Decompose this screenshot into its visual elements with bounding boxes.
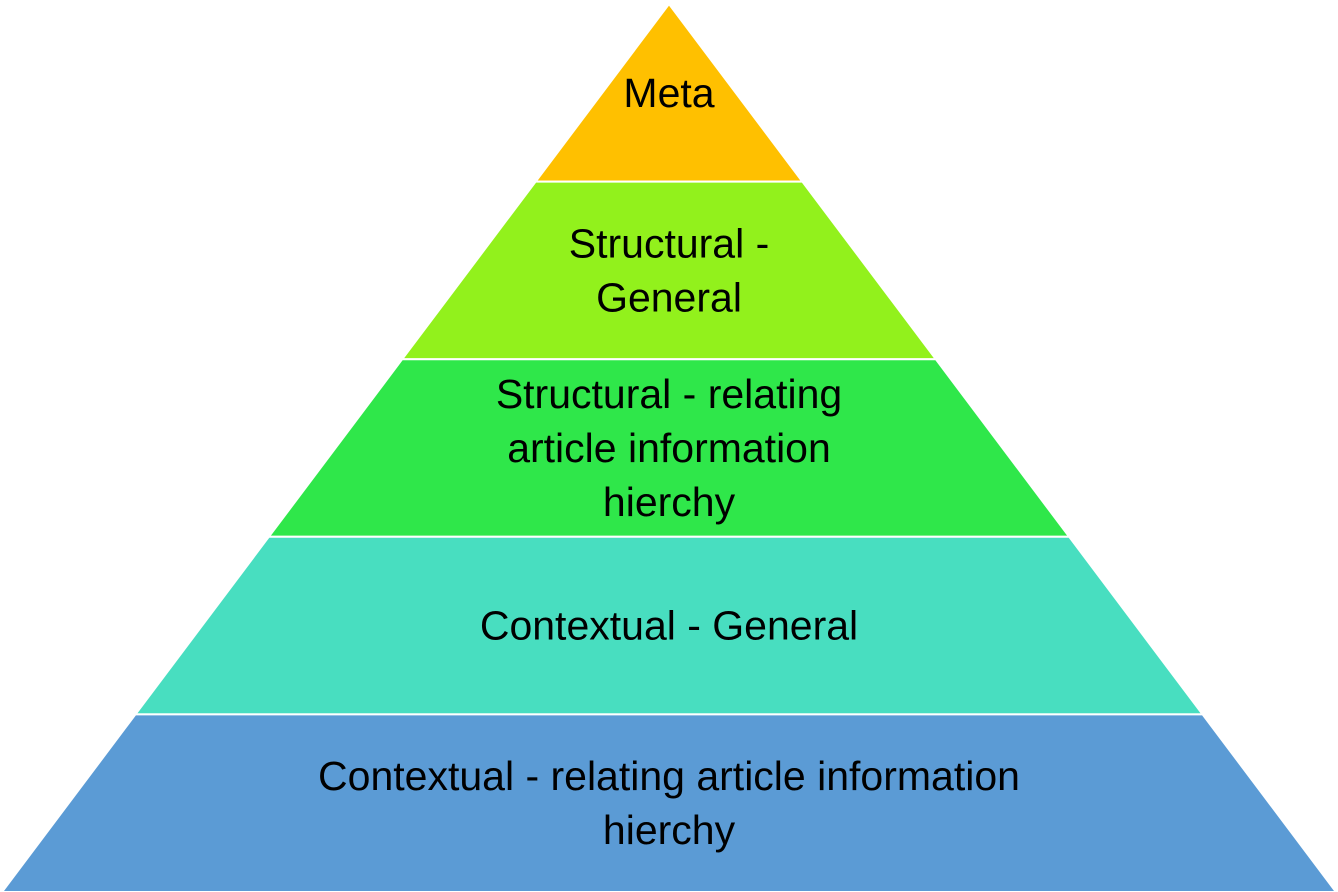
tier-label-contextual-general: Contextual - General — [480, 603, 858, 649]
tier-label-line: Structural - relating — [496, 371, 842, 417]
tier-label-line: hierchy — [603, 807, 736, 853]
tier-label-line: Contextual - relating article informatio… — [318, 753, 1020, 799]
tier-label-line: article information — [507, 425, 831, 471]
tier-label-contextual-relating: Contextual - relating article informatio… — [318, 753, 1020, 853]
tier-label-line: Contextual - General — [480, 603, 858, 649]
pyramid-tier-contextual-relating — [0, 713, 1338, 892]
pyramid-tier-structural-general — [400, 180, 938, 361]
tier-label-structural-relating: Structural - relating article information… — [496, 371, 842, 525]
tier-label-structural-general: Structural - General — [569, 220, 770, 320]
tier-label-line: hierchy — [603, 479, 736, 525]
tier-label-line: General — [596, 274, 742, 320]
tier-label-meta: Meta — [623, 70, 714, 116]
tier-label-line: Structural - — [569, 220, 770, 266]
tier-label-line: Meta — [623, 70, 714, 116]
